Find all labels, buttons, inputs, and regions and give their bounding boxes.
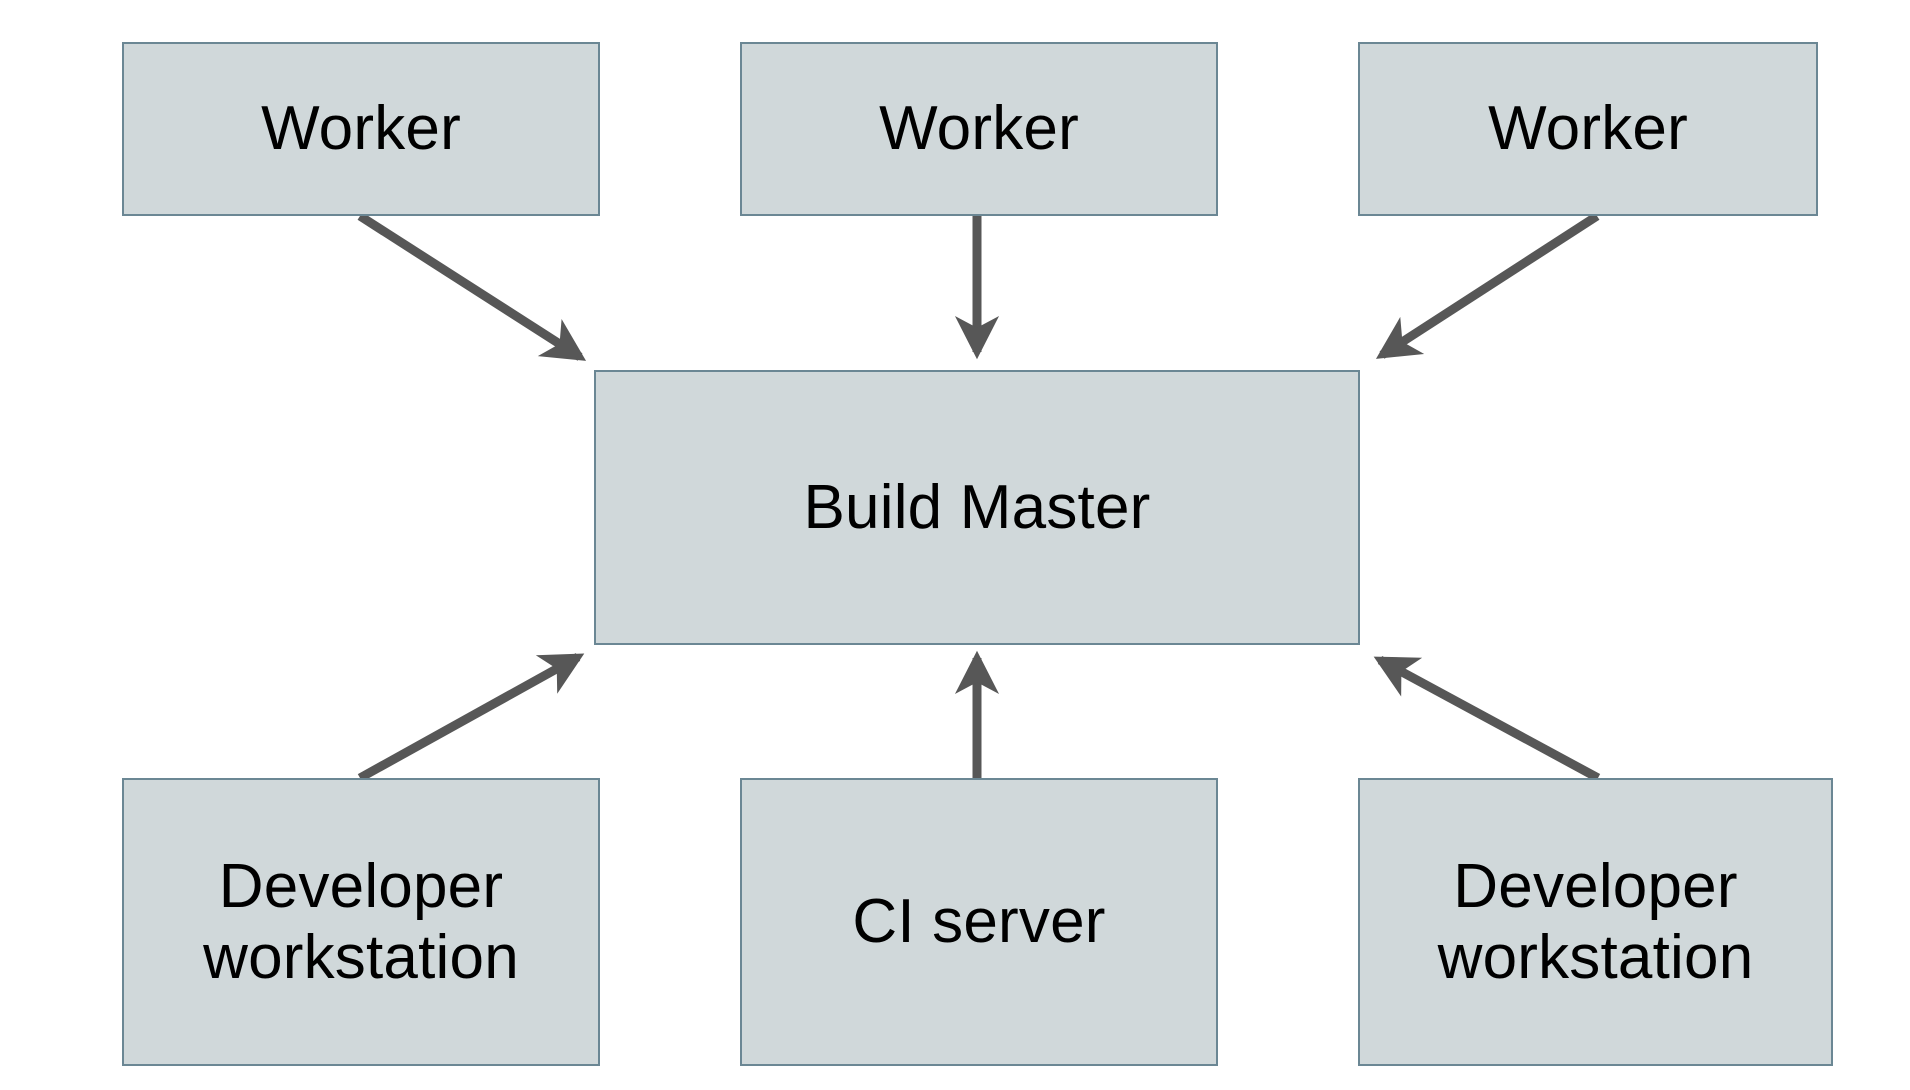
- node-ci-server[interactable]: CI server: [740, 778, 1218, 1066]
- edge-dev-workstation-right-to-build-master: [1373, 656, 1601, 782]
- node-dev-workstation-right[interactable]: Developer workstation: [1358, 778, 1833, 1066]
- edge-dev-workstation-left-to-build-master: [357, 653, 585, 782]
- node-worker-2[interactable]: Worker: [740, 42, 1218, 216]
- node-build-master[interactable]: Build Master: [594, 370, 1360, 645]
- edge-worker-3-to-build-master: [1375, 212, 1600, 359]
- edge-worker-1-to-build-master: [357, 212, 587, 361]
- node-dev-workstation-left[interactable]: Developer workstation: [122, 778, 600, 1066]
- node-worker-1[interactable]: Worker: [122, 42, 600, 216]
- node-worker-3[interactable]: Worker: [1358, 42, 1818, 216]
